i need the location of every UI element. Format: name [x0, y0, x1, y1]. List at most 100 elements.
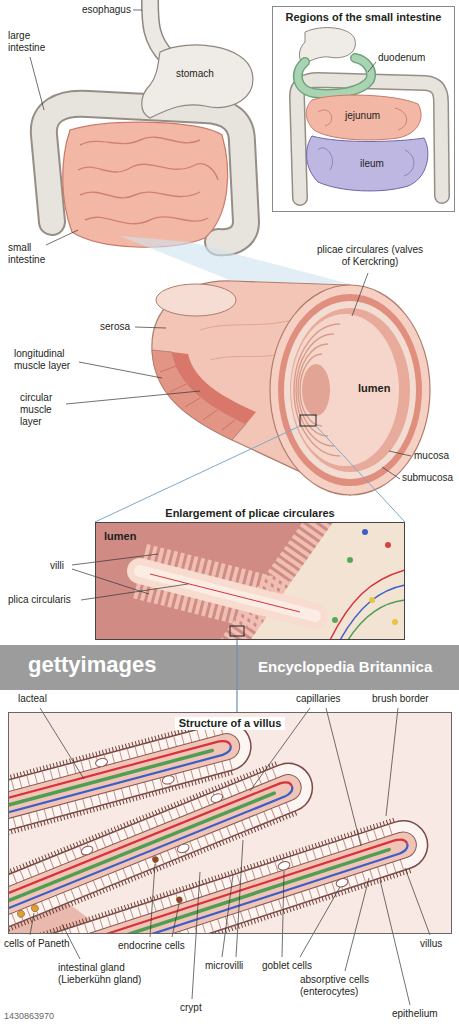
- callout-label: plicae circulares (valves of Kerckring): [315, 244, 425, 268]
- plica-enlargement-drawing: [340, 585, 405, 640]
- plica-enlargement-drawing: [150, 574, 300, 612]
- callout-label: absorptive cells (enterocytes): [300, 974, 392, 998]
- villus-drawing: [23, 845, 403, 934]
- plica-enlargement-drawing: [140, 571, 300, 612]
- digestive-tract: [80, 137, 200, 145]
- plica-enlargement-drawing: [140, 571, 315, 616]
- intestine-cross-section: [290, 308, 410, 472]
- digestive-tract: [63, 122, 228, 247]
- callout-label: serosa: [100, 321, 130, 333]
- villus-drawing: [277, 860, 291, 871]
- callout-label: mucosa: [414, 450, 449, 462]
- leader-lines: [236, 840, 243, 957]
- villus-drawing: [23, 845, 403, 934]
- intestine-cross-section: [302, 364, 330, 416]
- digestive-tract: [80, 192, 200, 198]
- intestine-cross-section: [156, 284, 236, 316]
- leader-lines: [300, 887, 340, 957]
- villus-drawing: [23, 845, 403, 934]
- intestine-cross-section: [284, 301, 416, 479]
- regions-inset-drawing: [272, 6, 455, 212]
- leader-lines: [30, 57, 44, 110]
- leader-lines: [30, 10, 430, 1005]
- callout-label: villi: [50, 560, 64, 572]
- villus-drawing: [23, 845, 403, 934]
- villus-drawing: [21, 837, 407, 934]
- intestine-cross-section: [270, 285, 430, 495]
- callout-label: circular muscle layer: [20, 392, 72, 428]
- leader-lines: [133, 10, 142, 11]
- plica-enlargement-drawing: [347, 557, 353, 563]
- leader-lines: [405, 868, 430, 935]
- plica-enlargement-drawing: [348, 600, 405, 640]
- villus-drawing: [176, 842, 190, 854]
- watermark: Encyclopedia Britannica: [258, 658, 432, 676]
- intestine-cross-section: [294, 324, 340, 456]
- zoom-lines: [95, 426, 405, 522]
- villus-drawing: [30, 904, 39, 913]
- intestine-cross-section: [300, 415, 316, 426]
- leader-lines: [222, 875, 233, 957]
- digestive-tract: [85, 217, 208, 224]
- regions-inset-drawing: [306, 95, 421, 140]
- callout-label: intestinal gland (Lieberkühn gland): [58, 962, 158, 986]
- callout-label: endocrine cells: [118, 940, 185, 952]
- watermark: gettyimages: [28, 652, 156, 678]
- callout-label: lumen: [104, 530, 136, 542]
- villus-drawing: [161, 774, 175, 785]
- plica-enlargement-drawing: [392, 619, 398, 625]
- callout-label: epithelium: [392, 1008, 438, 1020]
- callout-label: brush border: [372, 693, 429, 705]
- panel-heading: Structure of a villus: [175, 717, 286, 730]
- plica-enlargement-drawing: [385, 542, 391, 548]
- organ-label: large intestine: [8, 30, 63, 54]
- intestine-cross-section: [152, 281, 430, 495]
- enlargement-panel: Enlargement of plicae circulares: [95, 522, 405, 640]
- leader-lines: [345, 878, 369, 971]
- leader-lines: [352, 273, 368, 316]
- organ-label: esophagus: [82, 4, 131, 16]
- villus-drawing: [175, 896, 183, 904]
- intestine-cross-section: [172, 352, 256, 424]
- intestine-cross-section: [278, 294, 422, 486]
- villus-drawing: [335, 877, 349, 888]
- digestive-tract: [78, 164, 218, 180]
- plica-enlargement-drawing: [369, 597, 375, 603]
- organ-label: duodenum: [378, 52, 425, 64]
- inset-panel: Regions of the small intestine: [272, 6, 455, 212]
- regions-inset-drawing: [298, 58, 371, 94]
- leader-lines: [81, 584, 188, 600]
- callout-label: crypt: [180, 1002, 202, 1014]
- leader-lines: [72, 554, 158, 565]
- leader-lines: [150, 864, 155, 937]
- leader-lines: [135, 327, 166, 328]
- villus-drawing: [8, 712, 452, 934]
- intestine-cross-section: [160, 366, 235, 430]
- digestive-tract: [142, 45, 253, 118]
- leader-lines: [192, 872, 200, 999]
- villus-drawing: [23, 850, 389, 934]
- callout-label: longitudinal muscle layer: [14, 348, 94, 372]
- panel-heading: Enlargement of plicae circulares: [96, 507, 404, 520]
- plica-enlargement-drawing: [140, 571, 315, 616]
- villus-drawing: [95, 757, 109, 768]
- leader-lines: [79, 362, 162, 378]
- callout-label: capillaries: [296, 693, 340, 705]
- callout-label: lumen: [358, 382, 390, 394]
- leader-lines: [46, 230, 78, 245]
- plica-enlargement-drawing: [230, 626, 244, 636]
- leader-lines: [66, 391, 200, 404]
- intestine-cross-section: [296, 334, 334, 446]
- intestine-cross-section: [291, 314, 399, 466]
- villus-drawing: [23, 844, 409, 934]
- plica-enlargement-drawing: [95, 522, 405, 640]
- callout-label: submucosa: [402, 472, 453, 484]
- villus-drawing: [16, 909, 25, 918]
- callout-label: cells of Paneth: [4, 938, 70, 950]
- callout-label: lacteal: [18, 693, 47, 705]
- digestive-tract: [44, 0, 253, 247]
- villus-drawing: [23, 845, 403, 934]
- callout-label: villus: [420, 938, 442, 950]
- zoom-connector: [236, 640, 237, 712]
